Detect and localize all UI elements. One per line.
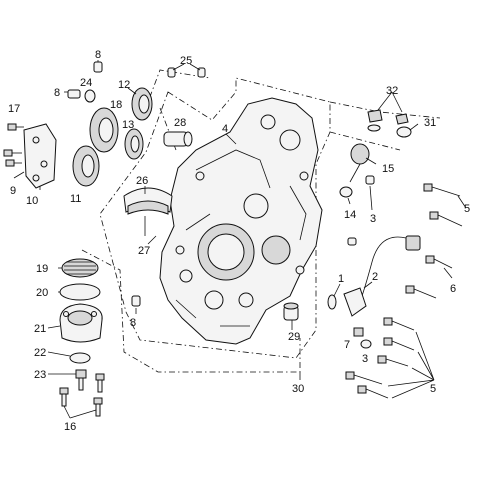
callout-3-upper: 3	[370, 213, 376, 225]
filter-screen-19	[61, 258, 99, 278]
callout-5-upper: 5	[464, 203, 470, 215]
washer-22	[69, 352, 91, 364]
callout-23: 23	[34, 369, 46, 381]
bushing-29	[283, 302, 299, 321]
callout-30: 30	[292, 383, 304, 395]
callout-6: 6	[450, 283, 456, 295]
bearing-11	[72, 145, 100, 187]
cover-group-outline	[81, 249, 301, 373]
dowel-pin	[67, 89, 81, 99]
retainer-plate-10	[23, 123, 57, 189]
callout-18: 18	[110, 99, 122, 111]
callout-31: 31	[424, 117, 436, 129]
callout-14: 14	[344, 209, 356, 221]
bolt-7	[353, 327, 364, 337]
sensor-2	[327, 235, 421, 317]
callout-10: 10	[26, 195, 38, 207]
callout-9: 9	[10, 185, 16, 197]
filter-cover-21	[59, 303, 103, 343]
dowel-pin-3	[365, 175, 375, 185]
drain-bolt-23	[75, 369, 87, 391]
drain-plug-32	[367, 109, 409, 132]
callout-5-lower: 5	[430, 383, 436, 395]
oil-seal-12	[131, 87, 153, 121]
callout-32: 32	[386, 85, 398, 97]
bolts-16	[59, 373, 105, 417]
callout-21: 21	[34, 323, 46, 335]
callout-24: 24	[80, 77, 92, 89]
callout-17: 17	[8, 103, 20, 115]
dowel-pin	[93, 61, 103, 73]
callout-15: 15	[382, 163, 394, 175]
callout-11: 11	[70, 193, 81, 205]
callout-3-lower: 3	[362, 353, 368, 365]
callout-28: 28	[174, 117, 186, 129]
callout-2: 2	[372, 271, 378, 283]
washer-31	[396, 126, 412, 138]
bearing-half-26	[123, 187, 173, 215]
bolt-6	[405, 255, 453, 299]
bearing-13	[124, 128, 144, 160]
callout-7: 7	[344, 339, 350, 351]
bearing-18	[89, 107, 119, 153]
callout-4: 4	[222, 123, 228, 135]
callout-8-top: 8	[95, 49, 101, 61]
bolts-17	[3, 123, 24, 167]
callout-27: 27	[138, 245, 150, 257]
callout-12: 12	[118, 79, 130, 91]
callout-8-left: 8	[54, 87, 60, 99]
callout-16: 16	[64, 421, 76, 433]
callout-labels: 8 8 24 12 25 32 17 18 13 28 4 31 15 26 9…	[8, 49, 470, 433]
crankcase-half	[159, 97, 323, 345]
callout-29: 29	[288, 331, 300, 343]
bolts-5-upper	[423, 183, 463, 227]
callout-8-lower: 8	[130, 317, 136, 329]
seal-ring	[84, 89, 96, 103]
bolts-5-lower	[345, 317, 415, 399]
callout-19: 19	[36, 263, 48, 275]
bushing-28	[163, 131, 193, 147]
callout-1: 1	[338, 273, 344, 285]
callout-20: 20	[36, 287, 48, 299]
dowel-pin-3-lower	[360, 339, 372, 349]
dowel-pin-3-mid	[347, 237, 357, 246]
dowel-pins-top	[167, 63, 206, 78]
o-ring-20	[59, 283, 101, 301]
callout-13: 13	[122, 119, 134, 131]
dowel-pin-lower	[131, 295, 141, 307]
callout-22: 22	[34, 347, 46, 359]
dipstick-15	[339, 143, 370, 198]
callout-25: 25	[180, 55, 192, 67]
crankcase-group-outline	[99, 77, 331, 359]
callout-26: 26	[136, 175, 148, 187]
